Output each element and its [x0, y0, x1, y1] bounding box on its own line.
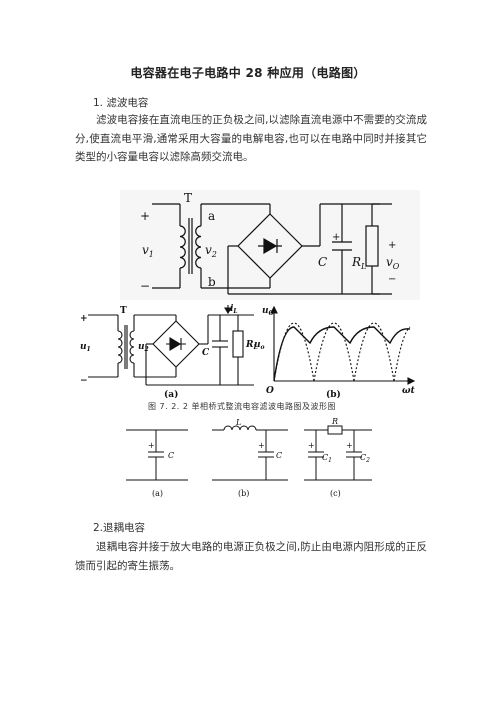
svg-text:−: −	[80, 376, 88, 386]
svg-text:u2: u2	[138, 342, 149, 353]
svg-text:RL: RL	[351, 255, 366, 271]
svg-text:+: +	[148, 441, 155, 450]
svg-text:(c): (c)	[330, 489, 341, 498]
svg-text:+: +	[80, 314, 88, 324]
svg-text:a: a	[208, 209, 215, 223]
svg-text:+: +	[308, 441, 315, 450]
svg-text:C: C	[276, 451, 282, 460]
svg-text:L: L	[235, 418, 241, 427]
svg-text:T: T	[120, 306, 127, 316]
svg-text:R: R	[331, 418, 338, 426]
figure-rectifier-circuit: + − v1 T a b v2 C + RL + vO −	[120, 190, 420, 300]
svg-text:vO: vO	[386, 255, 400, 271]
svg-text:iL: iL	[230, 304, 238, 315]
svg-text:C1: C1	[322, 453, 332, 464]
svg-text:C: C	[202, 348, 210, 358]
figure-rectifier-circuit-a: + − u1 T u2 C RL uo iL (a)	[80, 304, 265, 398]
svg-text:−: −	[140, 279, 150, 293]
figure-waveform-b: uO O ωt (b)	[262, 305, 416, 398]
svg-text:ωt: ωt	[402, 386, 416, 396]
figure-2a-label: (a)	[164, 389, 178, 398]
svg-text:+: +	[346, 441, 353, 450]
svg-text:+: +	[388, 240, 396, 251]
svg-text:T: T	[184, 191, 192, 205]
svg-text:+: +	[332, 232, 340, 243]
figure-2-caption: 图 7. 2. 2 单相桥式整流电容滤波电路图及波形图	[148, 402, 337, 411]
svg-text:+: +	[258, 441, 265, 450]
section-2-heading: 2.退耦电容	[93, 522, 146, 534]
svg-text:b: b	[208, 275, 216, 289]
svg-text:v1: v1	[142, 243, 154, 259]
section-2-body: 退耦电容并接于放大电路的电源正负极之间,防止由电源内阻形成的正反馈而引起的寄生振…	[75, 541, 427, 572]
svg-text:v2: v2	[205, 243, 217, 259]
svg-text:O: O	[266, 386, 274, 396]
svg-text:+: +	[140, 209, 150, 223]
svg-text:−: −	[388, 274, 396, 285]
section-1-body: 滤波电容接在直流电压的正负极之间,以滤除直流电源中不需要的交流成分,使直流电平滑…	[75, 114, 427, 163]
svg-text:uo: uo	[254, 340, 265, 351]
svg-text:(a): (a)	[152, 489, 163, 498]
svg-text:uO: uO	[262, 306, 275, 317]
svg-text:(b): (b)	[238, 489, 249, 498]
figure-2b-label: (b)	[326, 389, 341, 398]
svg-text:C: C	[168, 451, 174, 460]
svg-text:u1: u1	[80, 342, 91, 353]
svg-text:C2: C2	[360, 453, 370, 464]
svg-text:C: C	[318, 255, 327, 269]
section-1-heading: 1. 滤波电容	[93, 97, 149, 109]
figure-filter-networks: + C L + C R + C1 + C2 (a) (b) (c)	[126, 418, 372, 498]
document-title: 电容器在电子电路中 28 种应用（电路图）	[130, 66, 366, 80]
svg-text:RL: RL	[245, 340, 258, 351]
